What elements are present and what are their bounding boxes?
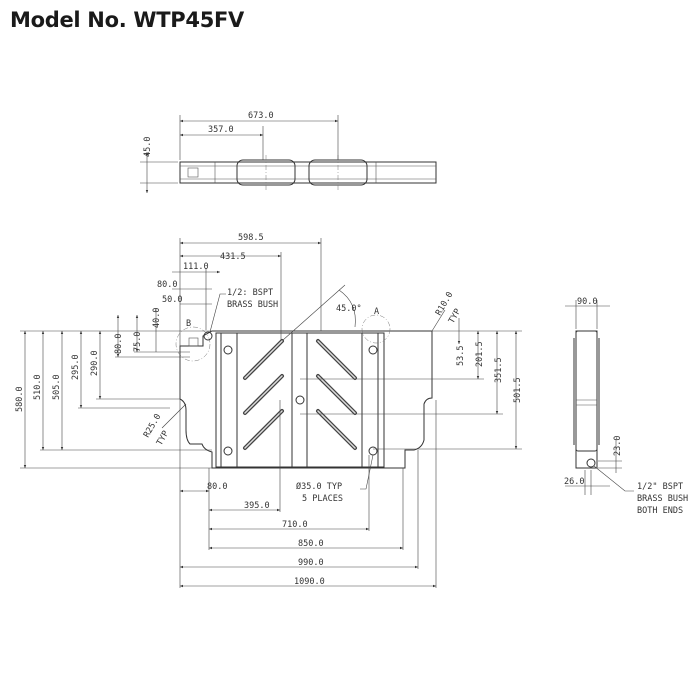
dim-111: 111.0 bbox=[183, 262, 209, 272]
dim-673: 673.0 bbox=[248, 111, 274, 121]
bush-note-line1: 1/2" BSPT bbox=[637, 482, 683, 492]
side-view: 90.0 23.0 26.0 1/2" BSPT BRASS BUSH BOTH… bbox=[564, 297, 688, 516]
angle-label: 45.0° bbox=[336, 304, 362, 314]
top-view: 673.0 357.0 45.0 bbox=[140, 111, 437, 193]
dim-357: 357.0 bbox=[208, 125, 234, 135]
bush-label-line1: 1/2: BSPT bbox=[227, 288, 273, 298]
model-title: Model No. WTP45FV bbox=[10, 8, 245, 32]
dim-850: 850.0 bbox=[298, 539, 324, 549]
dim-40: 40.0 bbox=[152, 308, 162, 328]
dim-351-5: 351.5 bbox=[494, 357, 504, 383]
hole-note-line1: Ø35.0 TYP bbox=[296, 481, 342, 492]
slots bbox=[243, 339, 357, 450]
dim-290: 290.0 bbox=[90, 350, 100, 376]
bush-note-line3: BOTH ENDS bbox=[637, 506, 683, 516]
dim-53-5: 53.5 bbox=[456, 346, 466, 366]
holes bbox=[223, 345, 378, 456]
bush-label-line2: BRASS BUSH bbox=[227, 300, 278, 310]
dim-45: 45.0 bbox=[143, 137, 153, 157]
dim-295: 295.0 bbox=[71, 354, 81, 380]
dim-90: 90.0 bbox=[577, 297, 597, 307]
dim-580: 580.0 bbox=[15, 386, 25, 412]
r25-typ: TYP bbox=[155, 429, 171, 447]
dim-80-v: 80.0 bbox=[114, 334, 124, 354]
dim-510: 510.0 bbox=[33, 374, 43, 400]
dim-505: 505.0 bbox=[52, 374, 62, 400]
bush-note-line2: BRASS BUSH bbox=[637, 494, 688, 504]
dim-431-5: 431.5 bbox=[220, 252, 246, 262]
dim-201-5: 201.5 bbox=[475, 341, 485, 367]
dim-1090: 1090.0 bbox=[294, 577, 325, 587]
dim-395: 395.0 bbox=[244, 501, 270, 511]
dim-80-bottom: 80.0 bbox=[207, 482, 227, 492]
front-view: 111.0 80.0 50.0 598.5 431.5 1/2: BSPT BR… bbox=[15, 233, 523, 588]
dim-50: 50.0 bbox=[162, 295, 182, 305]
dim-990: 990.0 bbox=[298, 558, 324, 568]
hole-note-line2: 5 PLACES bbox=[302, 494, 343, 504]
dim-26: 26.0 bbox=[564, 477, 584, 487]
dim-75: 75.0 bbox=[133, 332, 143, 352]
dim-80-top: 80.0 bbox=[157, 280, 177, 290]
r10-typ: TYP bbox=[447, 307, 463, 325]
detail-a-label: A bbox=[374, 307, 379, 317]
dim-501-5: 501.5 bbox=[513, 377, 523, 403]
dim-710: 710.0 bbox=[282, 520, 308, 530]
detail-b-label: B bbox=[186, 319, 191, 329]
dim-23: 23.0 bbox=[613, 436, 623, 456]
dim-598-5: 598.5 bbox=[238, 233, 264, 243]
